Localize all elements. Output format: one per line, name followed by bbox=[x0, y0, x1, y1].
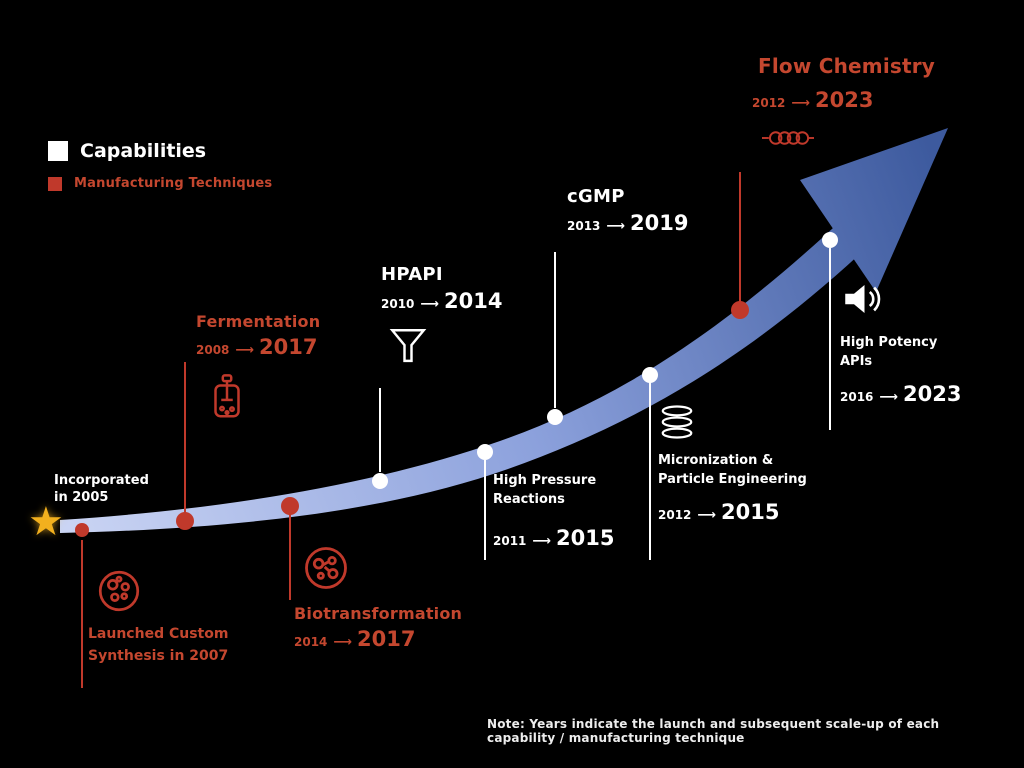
custom-synthesis-line2: Synthesis in 2007 bbox=[88, 647, 229, 664]
callout-fermentation: Fermentation 2008 ⟶ 2017 bbox=[196, 312, 320, 423]
molecule-cluster-icon bbox=[305, 547, 347, 589]
techniques-swatch-icon bbox=[48, 176, 62, 191]
long-arrow: ⟶ bbox=[606, 219, 625, 234]
period-start-year: 2010 bbox=[381, 297, 415, 311]
period-end-year: 2017 bbox=[357, 627, 416, 651]
legend: Capabilities Manufacturing Techniques bbox=[48, 140, 272, 191]
long-arrow: ⟶ bbox=[791, 96, 810, 111]
growth-arrow-body bbox=[60, 216, 862, 533]
high-pressure-label: High Pressure Reactions bbox=[493, 472, 615, 510]
period-start-year: 2011 bbox=[493, 533, 527, 548]
period-end-year: 2015 bbox=[556, 525, 615, 550]
period-end-year: 2014 bbox=[444, 289, 503, 313]
flow-chemistry-period: 2012 ⟶ 2023 bbox=[752, 88, 935, 112]
high-potency-label: High Potency APIs bbox=[840, 334, 962, 372]
high-pressure-line2: Reactions bbox=[493, 491, 565, 507]
milestone-dot-high-potency bbox=[822, 232, 838, 248]
high-potency-line1: High Potency bbox=[840, 335, 938, 350]
callout-high-potency: High Potency APIs 2016 ⟶ 2023 bbox=[840, 278, 962, 406]
hpapi-title: HPAPI bbox=[381, 264, 443, 285]
period-end-year: 2023 bbox=[903, 381, 962, 406]
milestone-dot-hpapi bbox=[372, 473, 388, 489]
callout-micronization: Micronization & Particle Engineering 201… bbox=[658, 402, 807, 524]
milestone-dot-start bbox=[75, 523, 89, 537]
cgmp-title: cGMP bbox=[567, 186, 625, 207]
legend-row-capabilities: Capabilities bbox=[48, 140, 272, 162]
long-arrow: ⟶ bbox=[420, 297, 439, 312]
biotransformation-period: 2014 ⟶ 2017 bbox=[294, 627, 484, 651]
custom-synthesis-label: Launched Custom Synthesis in 2007 bbox=[88, 624, 268, 667]
period-start-year: 2014 bbox=[294, 635, 328, 649]
fermentation-period: 2008 ⟶ 2017 bbox=[196, 335, 320, 359]
start-note-line2: in 2005 bbox=[54, 489, 109, 505]
start-note: Incorporated in 2005 bbox=[54, 473, 149, 507]
milestone-dot-cgmp bbox=[547, 409, 563, 425]
start-note-line1: Incorporated bbox=[54, 473, 149, 488]
megaphone-icon bbox=[845, 285, 881, 313]
footnote: Note: Years indicate the launch and subs… bbox=[487, 717, 940, 745]
funnel-icon bbox=[389, 329, 427, 363]
long-arrow: ⟶ bbox=[879, 389, 898, 405]
micronization-label: Micronization & Particle Engineering bbox=[658, 452, 807, 490]
legend-capabilities-label: Capabilities bbox=[80, 140, 207, 162]
period-start-year: 2016 bbox=[840, 389, 874, 404]
hpapi-period: 2010 ⟶ 2014 bbox=[381, 289, 503, 313]
period-end-year: 2023 bbox=[815, 88, 874, 112]
long-arrow: ⟶ bbox=[697, 507, 716, 523]
milestone-dot-fermentation bbox=[176, 512, 194, 530]
high-pressure-line1: High Pressure bbox=[493, 473, 597, 488]
period-end-year: 2017 bbox=[259, 335, 318, 359]
milestone-dot-micronization bbox=[642, 367, 658, 383]
callout-flow-chemistry: Flow Chemistry 2012 ⟶ 2023 bbox=[752, 54, 935, 152]
micronization-period: 2012 ⟶ 2015 bbox=[658, 500, 807, 524]
high-potency-period: 2016 ⟶ 2023 bbox=[840, 382, 962, 406]
flow-chemistry-title: Flow Chemistry bbox=[758, 54, 936, 78]
high-potency-line2: APIs bbox=[840, 353, 873, 369]
milestone-dot-high-pressure bbox=[477, 444, 493, 460]
star-icon: ★ bbox=[28, 499, 64, 545]
legend-techniques-label: Manufacturing Techniques bbox=[74, 176, 273, 191]
bioreactor-icon bbox=[214, 374, 240, 418]
period-start-year: 2008 bbox=[196, 343, 230, 357]
legend-row-techniques: Manufacturing Techniques bbox=[48, 176, 272, 191]
layers-icon bbox=[661, 405, 693, 439]
long-arrow: ⟶ bbox=[333, 635, 352, 650]
biotransformation-title: Biotransformation bbox=[294, 604, 463, 623]
molecule-icon bbox=[98, 570, 140, 612]
micronization-line2: Particle Engineering bbox=[658, 471, 807, 487]
cgmp-period: 2013 ⟶ 2019 bbox=[567, 211, 689, 235]
period-start-year: 2012 bbox=[752, 96, 786, 110]
flow-coil-icon bbox=[762, 131, 814, 145]
milestone-dot-biotransformation bbox=[281, 497, 299, 515]
period-end-year: 2015 bbox=[721, 499, 780, 524]
custom-synthesis-line1: Launched Custom bbox=[88, 626, 229, 642]
callout-hpapi: HPAPI 2010 ⟶ 2014 bbox=[381, 264, 503, 369]
callout-high-pressure: High Pressure Reactions 2011 ⟶ 2015 bbox=[493, 472, 615, 550]
high-pressure-period: 2011 ⟶ 2015 bbox=[493, 526, 615, 550]
callout-cgmp: cGMP 2013 ⟶ 2019 bbox=[567, 186, 689, 235]
growth-arrow-head bbox=[800, 128, 948, 292]
period-start-year: 2013 bbox=[567, 219, 601, 233]
capabilities-swatch-icon bbox=[48, 141, 68, 161]
milestone-dot-flow-chemistry bbox=[731, 301, 749, 319]
long-arrow: ⟶ bbox=[532, 533, 551, 549]
long-arrow: ⟶ bbox=[235, 343, 254, 358]
fermentation-title: Fermentation bbox=[196, 312, 321, 331]
period-start-year: 2012 bbox=[658, 507, 692, 522]
micronization-line1: Micronization & bbox=[658, 453, 774, 468]
callout-custom-synthesis: Launched Custom Synthesis in 2007 bbox=[88, 566, 268, 667]
period-end-year: 2019 bbox=[630, 211, 689, 235]
callout-biotransformation: Biotransformation 2014 ⟶ 2017 bbox=[294, 542, 484, 651]
